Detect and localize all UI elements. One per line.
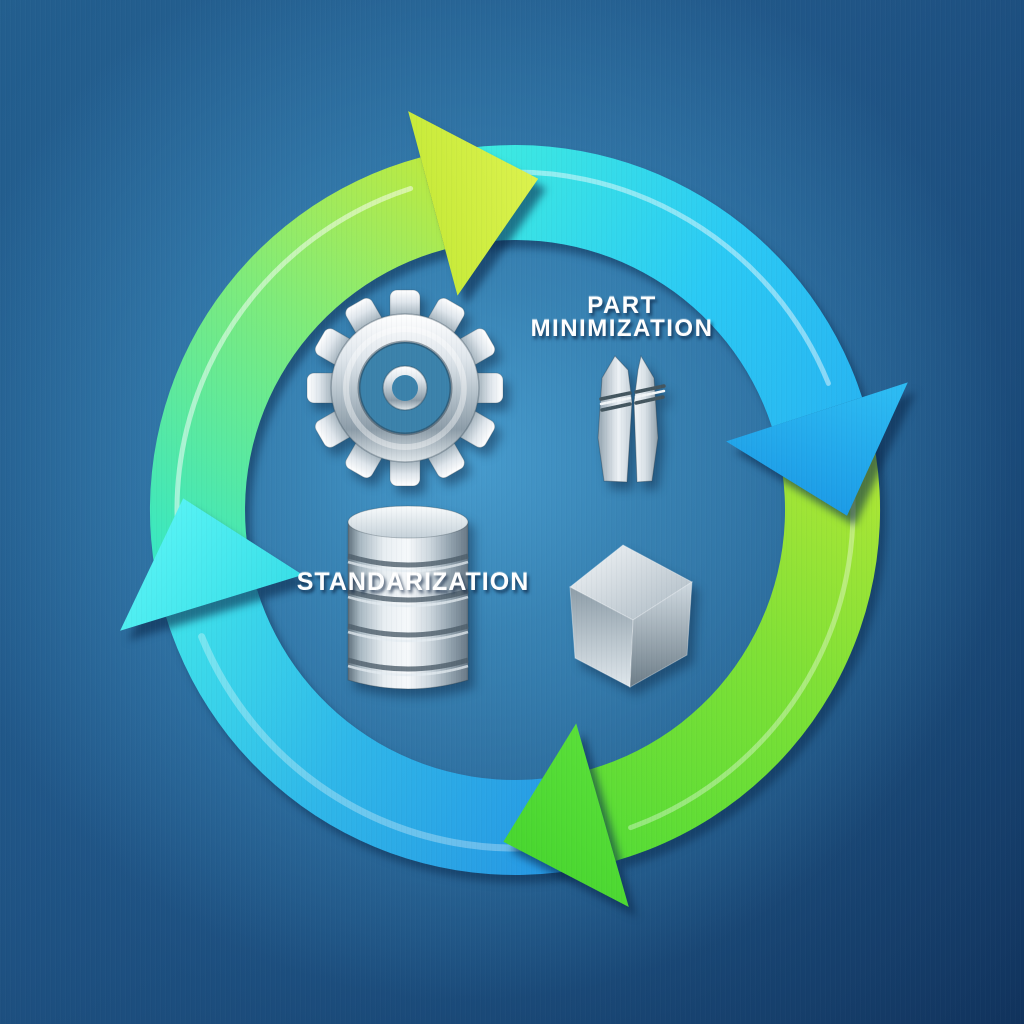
arc-highlight — [628, 448, 856, 831]
part-minimization-line2: MINIMIZATION — [530, 315, 714, 342]
part-minimization-line1: PART — [587, 292, 657, 319]
arrow-arc-top-right — [451, 144, 863, 427]
arrowhead-left — [120, 498, 303, 631]
arc-highlight — [198, 633, 566, 852]
calipers-icon — [597, 354, 666, 483]
arrow-arc-top-left — [149, 157, 446, 574]
arrow-arc-bottom-right — [589, 421, 881, 861]
gear-icon — [306, 289, 504, 487]
arc-highlight — [174, 186, 414, 542]
arrowhead-bottom — [503, 723, 629, 907]
standardization-label: STANDARIZATION — [296, 568, 530, 596]
arrowhead-right — [726, 382, 908, 516]
part-minimization-label: PART MINIMIZATION — [450, 292, 794, 342]
cube-icon — [569, 544, 693, 688]
arc-highlight — [477, 169, 831, 386]
arrowhead-top — [408, 111, 539, 296]
cylinder-stack-icon — [347, 505, 469, 690]
arrow-arc-bottom-left — [166, 588, 591, 875]
cycle-arrows — [120, 111, 908, 907]
